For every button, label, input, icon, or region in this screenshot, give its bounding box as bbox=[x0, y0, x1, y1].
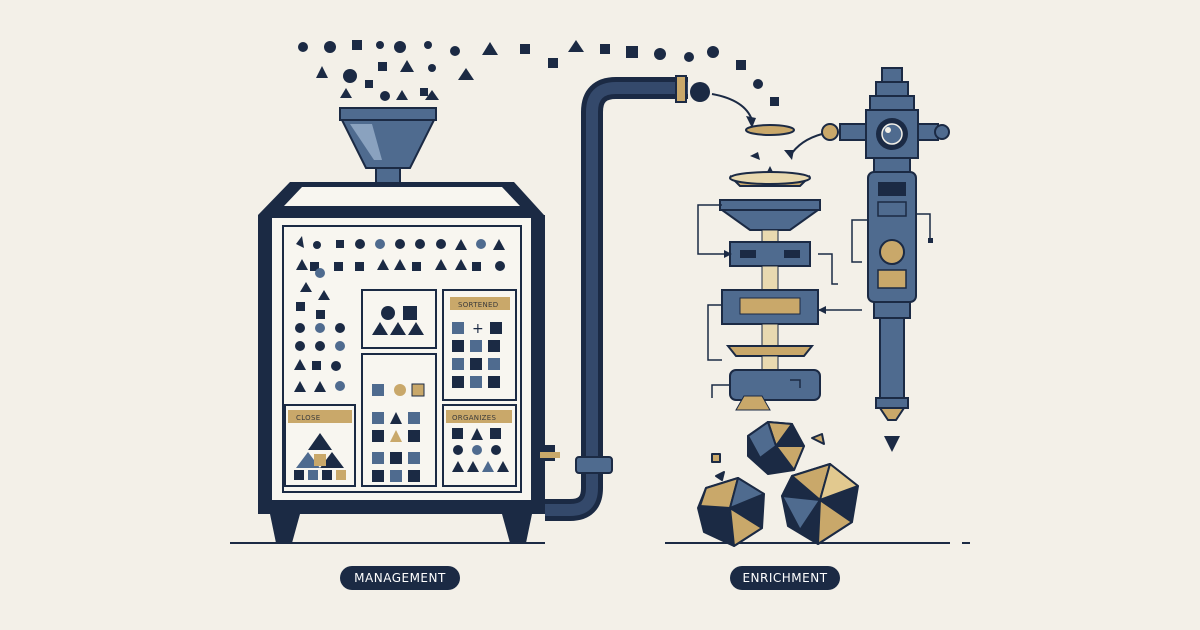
panel-sortened: SORTENED + bbox=[450, 297, 510, 388]
enrichment-label: ENRICHMENT bbox=[730, 566, 840, 590]
panel-shapes-a bbox=[372, 306, 424, 335]
falling-shapes bbox=[298, 40, 779, 106]
sorting-grid bbox=[282, 225, 522, 493]
crystal-icon bbox=[697, 421, 859, 547]
management-label: MANAGEMENT bbox=[340, 566, 460, 590]
enrichment-machine bbox=[697, 124, 862, 411]
panel-label-organizes: ORGANIZES bbox=[452, 414, 497, 422]
grid-shapes-top bbox=[294, 236, 505, 392]
management-machine bbox=[258, 182, 560, 543]
panel-label-close: CLOSE bbox=[296, 414, 320, 422]
pipe-icon bbox=[545, 75, 710, 521]
panel-close: CLOSE bbox=[288, 410, 352, 480]
funnel-icon bbox=[339, 107, 437, 191]
camera-icon bbox=[784, 67, 950, 452]
flow-arrow bbox=[711, 93, 756, 128]
panel-label-sortened: SORTENED bbox=[458, 301, 498, 309]
panel-organizes: ORGANIZES bbox=[446, 410, 512, 472]
panel-shapes-b bbox=[372, 383, 425, 482]
svg-text:+: + bbox=[472, 321, 484, 337]
